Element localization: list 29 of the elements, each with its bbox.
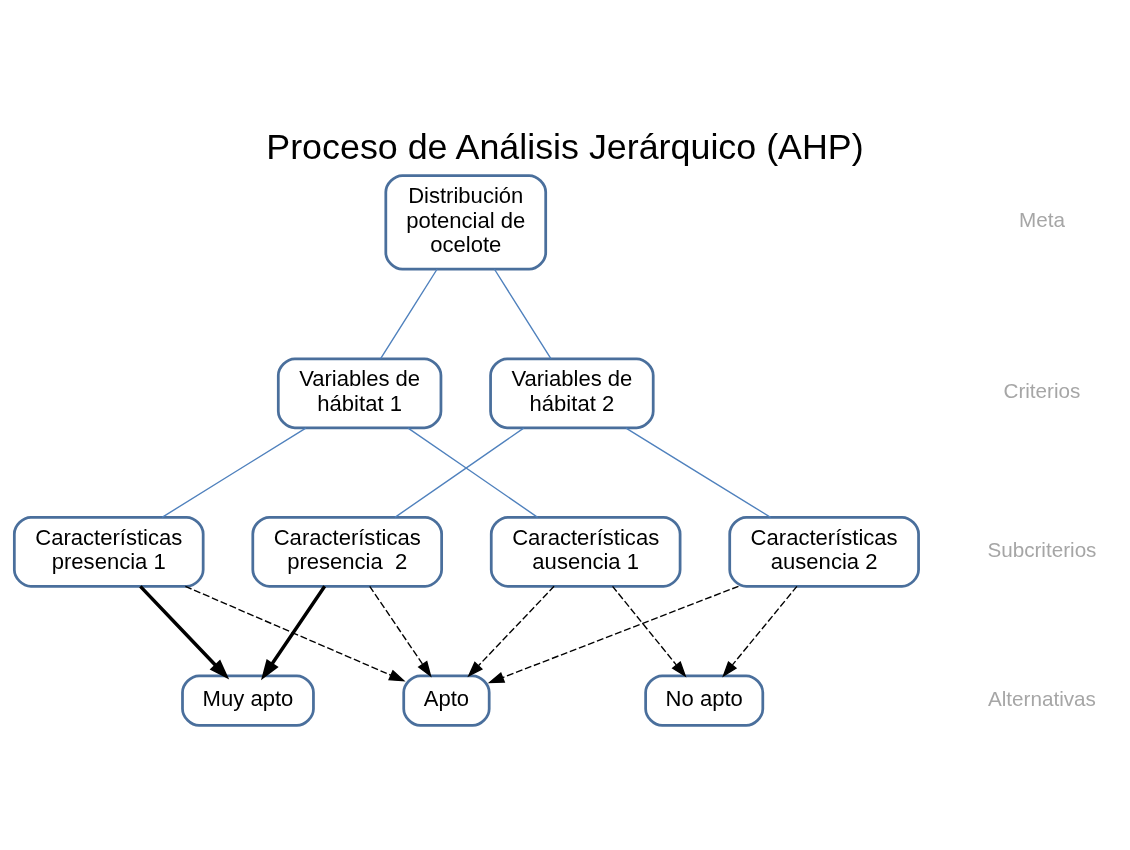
node-box: Variables de hábitat 1 bbox=[276, 357, 443, 430]
node-box: Distribución potencial de ocelote bbox=[384, 174, 548, 271]
arrow bbox=[722, 585, 798, 678]
diagram-title: Proceso de Análisis Jerárquico (AHP) bbox=[266, 126, 864, 167]
label: Subcriterios bbox=[987, 537, 1097, 561]
arrow bbox=[467, 585, 555, 678]
node-box: Apto bbox=[402, 674, 491, 727]
node-box: No apto bbox=[644, 674, 765, 727]
arrow bbox=[261, 585, 327, 681]
connector bbox=[407, 427, 539, 519]
arrow bbox=[369, 585, 432, 678]
connector bbox=[625, 427, 772, 519]
connector bbox=[394, 427, 525, 519]
node-box: Características ausencia 2 bbox=[728, 515, 920, 588]
node-box: Características ausencia 1 bbox=[489, 515, 682, 588]
node-box: Muy apto bbox=[181, 674, 315, 727]
node-box: Variables de hábitat 2 bbox=[489, 357, 655, 430]
arrow bbox=[611, 585, 687, 678]
node-box: Características presencia 2 bbox=[251, 515, 443, 588]
node-box: Características presencia 1 bbox=[12, 515, 205, 588]
arrow bbox=[184, 585, 406, 682]
connector bbox=[379, 268, 438, 360]
arrow bbox=[139, 585, 230, 680]
label: Criterios bbox=[1003, 379, 1081, 403]
connector bbox=[161, 427, 307, 519]
connector bbox=[493, 268, 552, 360]
arrow bbox=[487, 585, 740, 684]
label: Meta bbox=[1018, 208, 1065, 232]
label: Alternativas bbox=[987, 686, 1096, 710]
